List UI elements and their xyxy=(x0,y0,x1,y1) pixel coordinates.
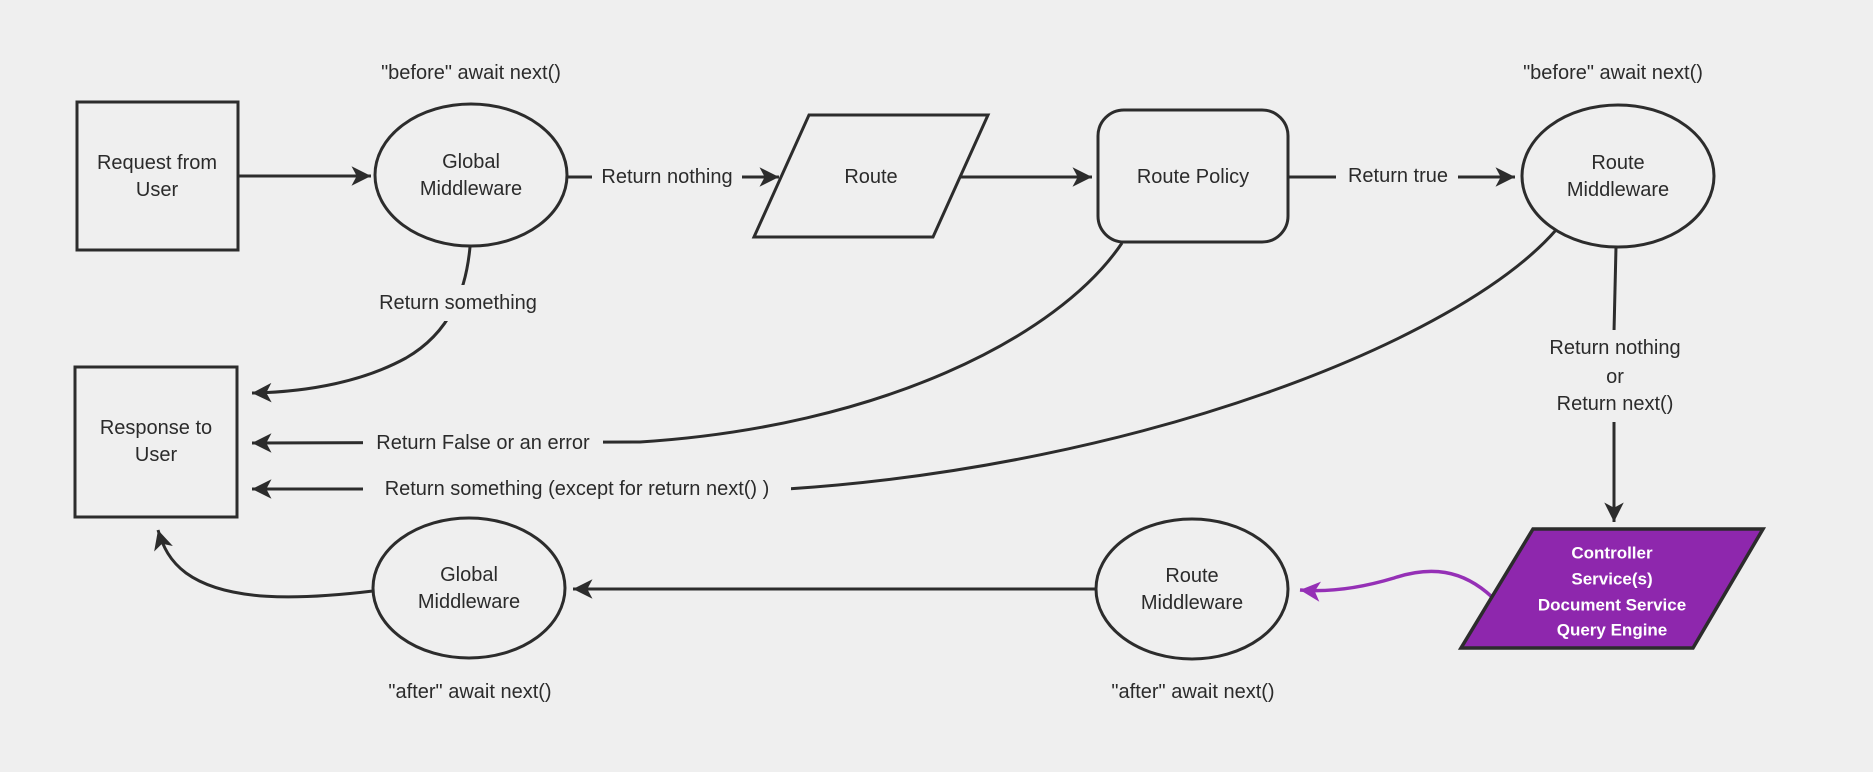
node-request-label-line1: Request from xyxy=(97,152,217,174)
node-response: Response to User xyxy=(73,365,239,519)
node-route-middleware-bottom-shape xyxy=(1094,517,1290,661)
label-return-something-except: Return something (except for return next… xyxy=(385,478,770,500)
label-bg-return-something xyxy=(366,285,550,321)
label-before-await-right: "before" await next() xyxy=(1523,62,1703,84)
node-controller-label-line3: Document Service xyxy=(1538,596,1686,615)
node-controller-shape xyxy=(1457,527,1767,650)
label-return-true: Return true xyxy=(1348,165,1448,187)
node-global-middleware-bottom-label-line2: Middleware xyxy=(418,591,520,613)
node-route-middleware-top-shape xyxy=(1520,103,1716,249)
node-route-policy-label: Route Policy xyxy=(1137,166,1249,188)
node-controller-label-line1: Controller xyxy=(1571,544,1653,563)
node-request-label-line2: User xyxy=(136,179,179,201)
label-after-await-left: "after" await next() xyxy=(388,681,551,703)
label-bg-return-nothing xyxy=(592,159,742,195)
label-bg-return-something-except xyxy=(363,471,791,507)
node-global-middleware-bottom: Global Middleware xyxy=(371,516,567,660)
edge-route-middleware-to-response xyxy=(252,229,1558,499)
label-return-something: Return something xyxy=(379,292,537,314)
node-route-policy-shape xyxy=(1096,108,1290,244)
node-global-middleware-bottom-label-line1: Global xyxy=(440,564,498,586)
node-route: Route xyxy=(751,113,991,239)
node-route-middleware-top: Route Middleware xyxy=(1520,103,1716,249)
label-return-nothing-or-line1: Return nothing xyxy=(1549,337,1680,359)
node-request: Request from User xyxy=(75,100,240,252)
label-bg-return-nothing-or xyxy=(1536,330,1694,422)
node-request-shape xyxy=(75,100,240,252)
edge-global-middleware-bottom-to-response xyxy=(154,529,374,599)
node-controller-label-line4: Query Engine xyxy=(1557,621,1668,640)
label-return-nothing-or-line3: Return next() xyxy=(1557,393,1674,415)
node-route-label: Route xyxy=(844,166,897,188)
node-response-shape xyxy=(73,365,239,519)
node-route-middleware-bottom-label-line2: Middleware xyxy=(1141,592,1243,614)
node-global-middleware-top: Global Middleware xyxy=(373,102,569,248)
label-bg-return-false xyxy=(363,425,603,461)
node-route-middleware-top-label-line2: Middleware xyxy=(1567,179,1669,201)
node-route-shape xyxy=(751,113,991,239)
node-route-middleware-bottom: Route Middleware xyxy=(1094,517,1290,661)
label-after-await-right: "after" await next() xyxy=(1111,681,1274,703)
edge-route-policy-to-response xyxy=(251,242,1124,453)
node-controller: Controller Service(s) Document Service Q… xyxy=(1457,527,1767,650)
node-route-middleware-top-label-line1: Route xyxy=(1591,152,1644,174)
node-response-label-line1: Response to xyxy=(100,417,212,439)
node-global-middleware-top-shape xyxy=(373,102,569,248)
node-route-middleware-bottom-label-line1: Route xyxy=(1165,565,1218,587)
label-bg-return-true xyxy=(1340,158,1456,194)
label-return-false-or-error: Return False or an error xyxy=(376,432,590,454)
node-global-middleware-bottom-shape xyxy=(371,516,567,660)
node-route-policy: Route Policy xyxy=(1096,108,1290,244)
label-before-await-left: "before" await next() xyxy=(381,62,561,84)
label-return-nothing-or-line2: or xyxy=(1606,366,1624,388)
node-global-middleware-top-label-line2: Middleware xyxy=(420,178,522,200)
label-return-nothing: Return nothing xyxy=(601,166,732,188)
edge-route-middleware-to-controller-upper xyxy=(1612,246,1618,333)
edge-controller-to-route-middleware-bottom xyxy=(1299,569,1494,602)
node-controller-label-line2: Service(s) xyxy=(1571,570,1652,589)
node-response-label-line2: User xyxy=(135,444,178,466)
node-global-middleware-top-label-line1: Global xyxy=(442,151,500,173)
